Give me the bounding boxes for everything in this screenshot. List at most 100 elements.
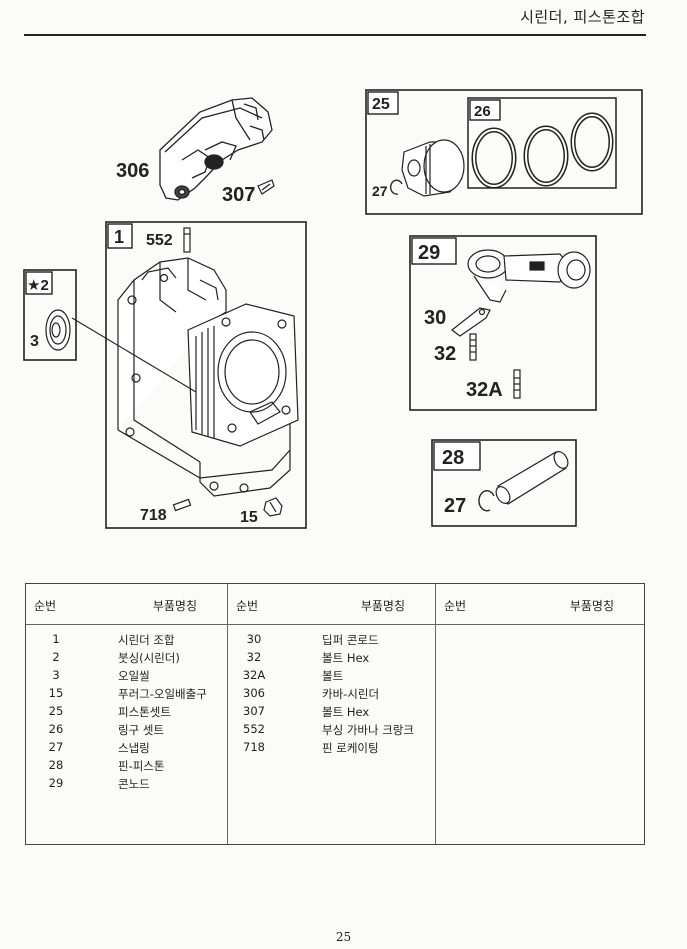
callout-15: 15 bbox=[240, 509, 258, 526]
dipper-30-drawing bbox=[451, 307, 491, 337]
table-row: 30 딥퍼 콘로드 bbox=[228, 631, 435, 649]
part-name: 시린더 조합 bbox=[118, 633, 175, 647]
callout-306: 306 bbox=[116, 160, 149, 182]
bolt-32a-drawing bbox=[513, 369, 521, 399]
callout-3: 3 bbox=[30, 333, 39, 350]
table-row: 32 볼트 Hex bbox=[228, 649, 435, 667]
table-row: 3 오일씰 bbox=[26, 667, 227, 685]
part-name: 스냅링 bbox=[118, 741, 150, 755]
ring-set-box bbox=[467, 97, 617, 189]
table-row: 718 핀 로케이팅 bbox=[228, 739, 435, 757]
table-row: 306 카바-시린더 bbox=[228, 685, 435, 703]
page-number: 25 bbox=[335, 930, 352, 944]
piston-drawing bbox=[401, 139, 465, 197]
part-number: 32 bbox=[246, 650, 262, 664]
header-part-name: 부품명칭 bbox=[569, 599, 614, 613]
part-number: 26 bbox=[48, 722, 64, 736]
wrist-pin-drawing bbox=[495, 451, 569, 505]
connecting-rod-drawing bbox=[467, 249, 591, 303]
part-number: 28 bbox=[48, 758, 64, 772]
part-number: 27 bbox=[48, 740, 64, 754]
part-number: 3 bbox=[52, 668, 60, 682]
table-row: 28 핀-피스톤 bbox=[26, 757, 227, 775]
part-number: 32A bbox=[242, 668, 266, 682]
callout-25-box bbox=[367, 91, 399, 115]
part-name: 볼트 Hex bbox=[322, 651, 370, 665]
part-number: 25 bbox=[48, 704, 64, 718]
part-number: 29 bbox=[48, 776, 64, 790]
connecting-rod-group-box bbox=[409, 235, 597, 411]
table-row: 27 스냅링 bbox=[26, 739, 227, 757]
callout-29: 29 bbox=[418, 242, 440, 264]
part-name: 피스톤셋트 bbox=[118, 705, 171, 719]
callout-30: 30 bbox=[424, 307, 446, 329]
page-title: 시린더, 피스톤조합 bbox=[520, 8, 645, 26]
callout-32: 32 bbox=[434, 343, 456, 365]
snap-ring-drawing-a bbox=[390, 179, 403, 195]
header-number: 순번 bbox=[34, 599, 57, 613]
table-row: 1 시린더 조합 bbox=[26, 631, 227, 649]
callout-26: 26 bbox=[474, 103, 491, 120]
wrist-pin-group-box bbox=[431, 439, 577, 527]
header-part-name: 부품명칭 bbox=[152, 599, 197, 613]
part-number: 15 bbox=[48, 686, 64, 700]
part-number: 552 bbox=[243, 722, 265, 736]
plug-15-drawing bbox=[263, 497, 283, 517]
part-name: 링구 셋트 bbox=[118, 723, 164, 737]
callout-28: 28 bbox=[442, 447, 464, 469]
callout-25: 25 bbox=[372, 96, 390, 113]
pin-718-drawing bbox=[172, 498, 192, 512]
callout-26-box bbox=[469, 99, 501, 121]
callout-28-box bbox=[433, 441, 481, 471]
part-number: 307 bbox=[243, 704, 265, 718]
oil-seal-group-box bbox=[23, 269, 77, 361]
callout-32a: 32A bbox=[466, 379, 503, 401]
callout-27-piston: 27 bbox=[372, 183, 388, 199]
header-number: 순번 bbox=[236, 599, 259, 613]
part-name: 푸러그-오일배출구 bbox=[118, 687, 207, 701]
part-name: 딥퍼 콘로드 bbox=[322, 633, 379, 647]
callout-1-box bbox=[107, 223, 133, 249]
callout-27-pin: 27 bbox=[444, 495, 466, 517]
part-name: 콘노드 bbox=[118, 777, 150, 791]
part-number: 1 bbox=[52, 632, 60, 646]
part-name: 볼트 Hex bbox=[322, 705, 370, 719]
header-divider bbox=[24, 34, 646, 36]
piston-group-box bbox=[365, 89, 643, 215]
cylinder-group-box bbox=[105, 221, 307, 529]
bolt-32-drawing bbox=[469, 333, 477, 361]
header-number: 순번 bbox=[444, 599, 467, 613]
callout-307: 307 bbox=[222, 184, 255, 206]
part-name: 핀 로케이팅 bbox=[322, 741, 379, 755]
screw-307-drawing bbox=[257, 179, 275, 195]
empty-rows bbox=[436, 625, 644, 631]
column-header: 순번 부품명칭 bbox=[228, 584, 435, 625]
callout-2: ★2 bbox=[27, 277, 49, 294]
snap-ring-drawing-b bbox=[478, 490, 495, 512]
table-row: 15 푸러그-오일배출구 bbox=[26, 685, 227, 703]
callout-718: 718 bbox=[140, 507, 167, 524]
part-name: 핀-피스톤 bbox=[118, 759, 165, 773]
part-number: 2 bbox=[52, 650, 60, 664]
table-row: 25 피스톤셋트 bbox=[26, 703, 227, 721]
callout-2-box bbox=[25, 271, 53, 295]
piston-rings-drawing bbox=[471, 112, 614, 189]
oil-seal-drawing bbox=[45, 309, 71, 351]
part-name: 부싱 가바나 크랑크 bbox=[322, 723, 414, 737]
part-number: 30 bbox=[246, 632, 262, 646]
cylinder-block-drawing bbox=[117, 257, 299, 497]
part-name: 카바-시린더 bbox=[322, 687, 380, 701]
leader-line-oil-seal bbox=[71, 317, 197, 393]
callout-29-box bbox=[411, 237, 457, 265]
part-number: 306 bbox=[243, 686, 265, 700]
header-part-name: 부품명칭 bbox=[360, 599, 405, 613]
callout-1: 1 bbox=[114, 227, 124, 247]
part-number: 718 bbox=[243, 740, 265, 754]
column-header: 순번 부품명칭 bbox=[26, 584, 227, 625]
part-name: 오일씰 bbox=[118, 669, 150, 683]
